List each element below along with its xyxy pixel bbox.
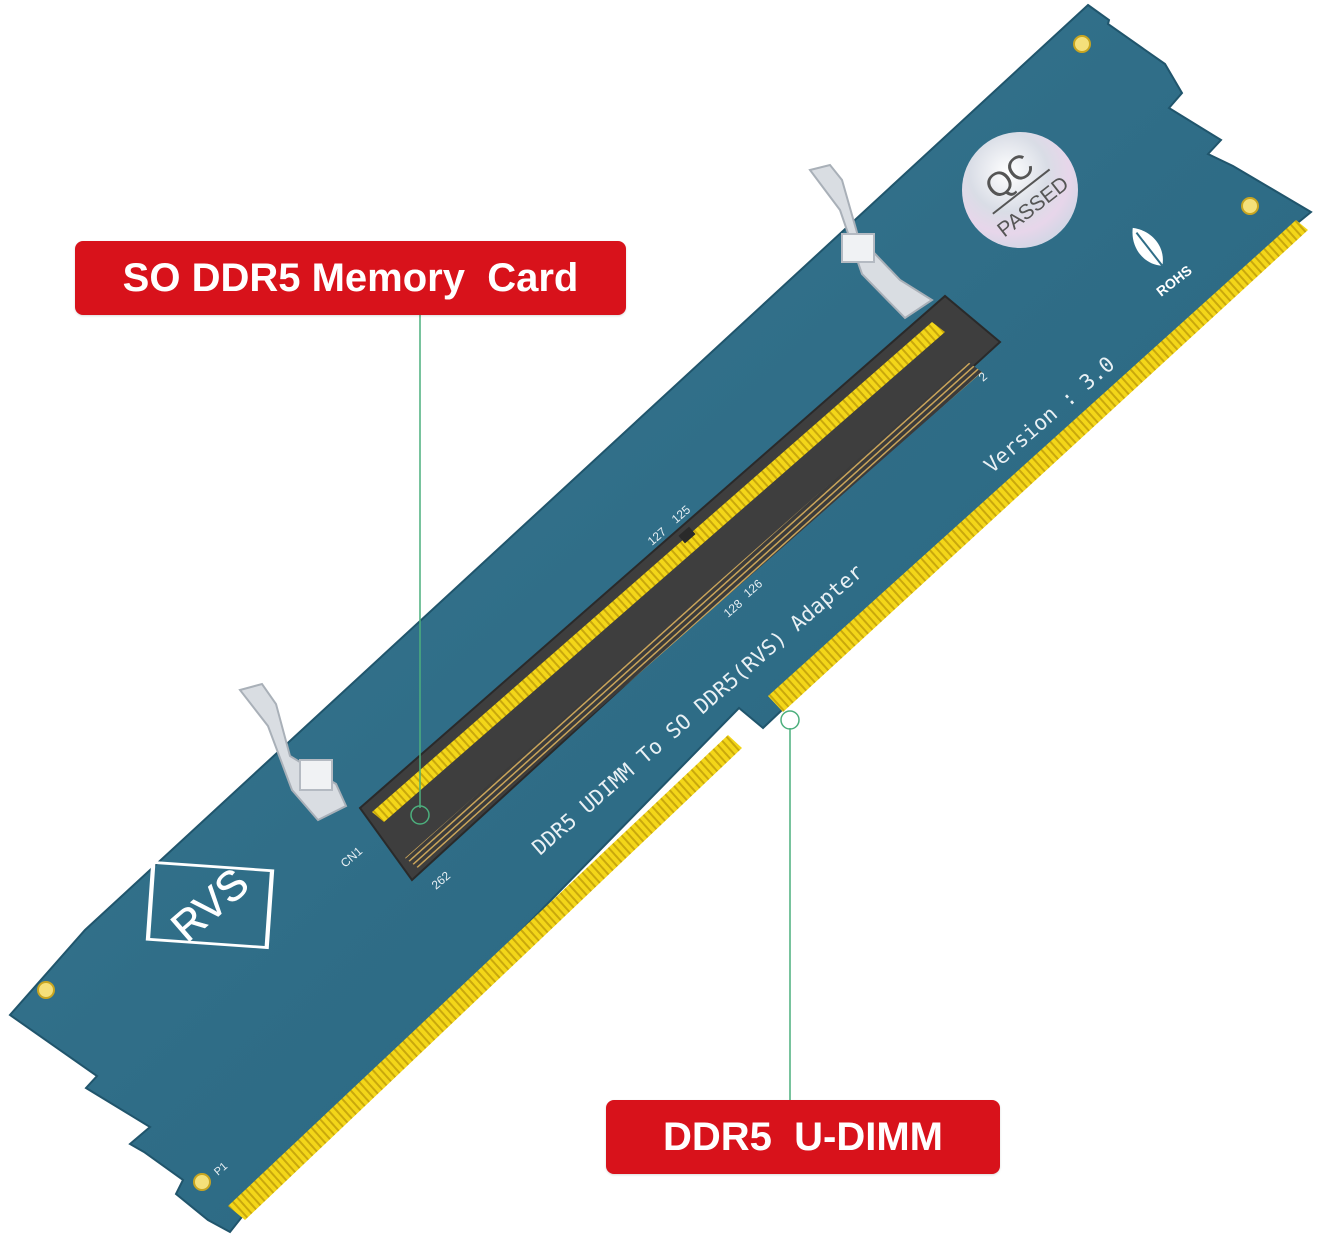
latch-bottom	[238, 682, 348, 822]
memory-card-callout: SO DDR5 Memory Card	[75, 241, 626, 315]
udimm-callout: DDR5 U-DIMM	[606, 1100, 1000, 1174]
latch-top	[808, 163, 934, 320]
qc-passed-badge: QC PASSED	[962, 132, 1078, 248]
mount-hole-left	[37, 981, 55, 999]
leader-dot-memory	[410, 805, 430, 825]
mount-hole-top	[1073, 35, 1091, 53]
gold-contacts-lower	[228, 735, 742, 1220]
leader-dot-udimm	[780, 710, 800, 730]
so-dimm-slot	[358, 294, 1002, 882]
gold-contacts-upper	[768, 220, 1308, 712]
mount-hole-bottom	[193, 1173, 211, 1191]
mount-hole-right	[1241, 197, 1259, 215]
